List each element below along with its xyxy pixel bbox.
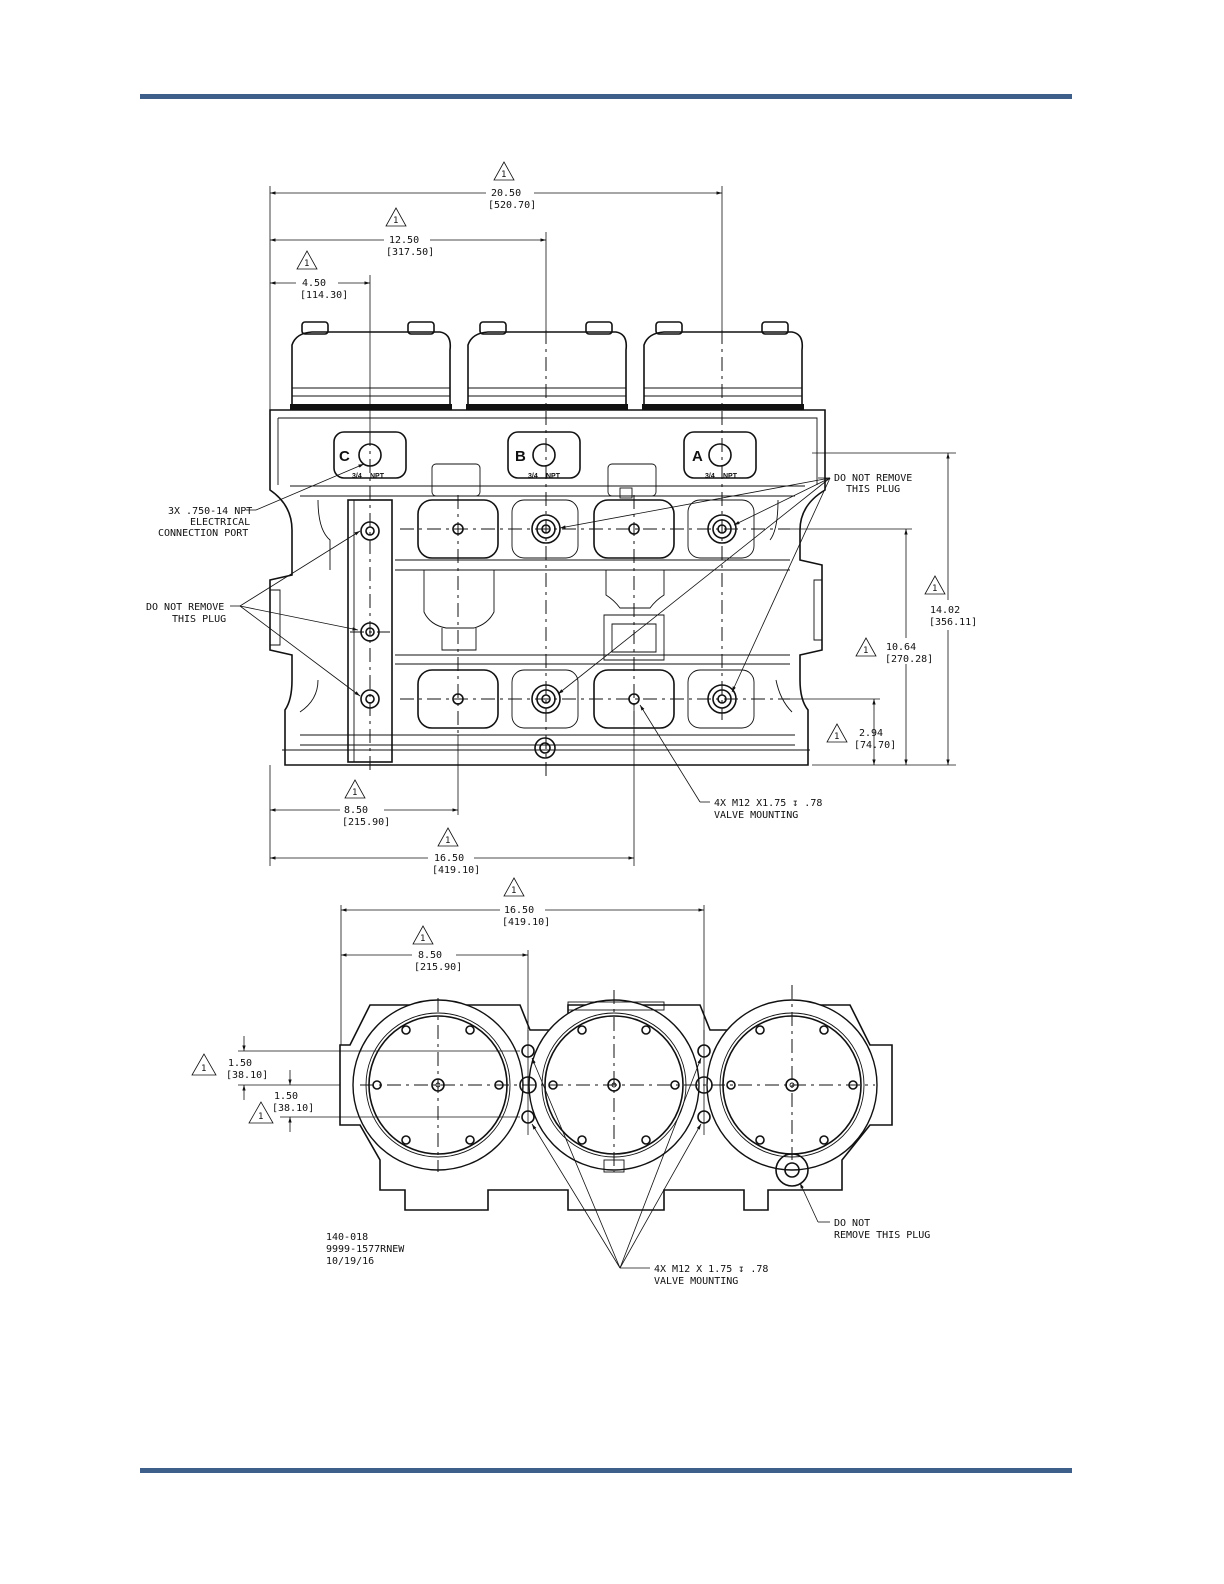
dim-294-value: 2.94 [859, 728, 883, 739]
port-a-size: 3/4 [705, 473, 715, 480]
dim-850-value: 8.50 [344, 805, 368, 816]
note-1650: 1 [445, 836, 450, 846]
dim-2050-value: 20.50 [491, 188, 521, 199]
dim-b150a-value: 1.50 [228, 1058, 252, 1069]
front-centerlines [350, 330, 790, 780]
drawing-id-line1: 140-018 [326, 1232, 368, 1243]
front-extension-lines [269, 186, 956, 866]
port-a-letter: A [692, 448, 703, 465]
dim-b1650-mm: [419.10] [502, 917, 550, 928]
drawing-id-line3: 10/19/16 [326, 1256, 374, 1267]
mounting-line1: 4X M12 X1.75 ↧ .78 [714, 798, 822, 809]
bottom-callouts: DO NOT REMOVE THIS PLUG 4X M12 X 1.75 ↧ … [326, 1057, 930, 1287]
note-b150a: 1 [201, 1064, 206, 1074]
mounting-line2: VALVE MOUNTING [714, 810, 798, 821]
drawing-id-line2: 9999-1577RNEW [326, 1244, 405, 1255]
front-callouts: DO NOT REMOVE THIS PLUG DO NOT REMOVE TH… [146, 463, 912, 821]
note-1250: 1 [393, 216, 398, 226]
port-c-thread: NPT [370, 473, 385, 480]
manifold-body [269, 409, 826, 766]
electrical-line2: ELECTRICAL [190, 517, 250, 528]
dim-450-value: 4.50 [302, 278, 326, 289]
front-view: C 3/4 NPT B 3/4 NPT A 3/4 NPT [146, 161, 977, 876]
electrical-line1: 3X .750-14 NPT [168, 506, 252, 517]
dim-1250-value: 12.50 [389, 235, 419, 246]
bottom-mounting-line1: 4X M12 X 1.75 ↧ .78 [654, 1264, 768, 1275]
dim-b1650-value: 16.50 [504, 905, 534, 916]
bottom-centerlines [360, 985, 875, 1172]
note-1402: 1 [932, 584, 937, 594]
note-1064: 1 [863, 646, 868, 656]
port-b-letter: B [515, 448, 526, 465]
note-b850: 1 [420, 934, 425, 944]
top-rule [140, 94, 1072, 99]
bottom-dims: 1 16.50 [419.10] 1 8.50 [215.90] 1 1.50 … [191, 877, 705, 1132]
port-b-size: 3/4 [528, 473, 538, 480]
dim-1250-mm: [317.50] [386, 247, 434, 258]
plug-left-line1: DO NOT REMOVE [146, 602, 224, 613]
bottom-body [339, 999, 893, 1211]
bottom-plug-line2: REMOVE THIS PLUG [834, 1230, 930, 1241]
note-b150b: 1 [258, 1112, 263, 1122]
bottom-plug-line1: DO NOT [834, 1218, 870, 1229]
bottom-view: 1 16.50 [419.10] 1 8.50 [215.90] 1 1.50 … [191, 877, 930, 1287]
dim-850-mm: [215.90] [342, 817, 390, 828]
port-b-thread: NPT [546, 473, 561, 480]
port-labels: C 3/4 NPT B 3/4 NPT A 3/4 NPT [339, 448, 738, 480]
plug-right-line2: THIS PLUG [846, 484, 900, 495]
dim-1064-value: 10.64 [886, 642, 916, 653]
dim-b150a-mm: [38.10] [226, 1070, 268, 1081]
port-c-letter: C [339, 448, 350, 465]
plug-left-line2: THIS PLUG [172, 614, 226, 625]
solenoid-caps [290, 321, 804, 410]
electrical-line3: CONNECTION PORT [158, 528, 248, 539]
dim-b850-mm: [215.90] [414, 962, 462, 973]
dim-1402-value: 14.02 [930, 605, 960, 616]
port-c-size: 3/4 [352, 473, 362, 480]
bottom-mounting-line2: VALVE MOUNTING [654, 1276, 738, 1287]
port-a-thread: NPT [723, 473, 738, 480]
dim-b850-value: 8.50 [418, 950, 442, 961]
dim-450-mm: [114.30] [300, 290, 348, 301]
front-horizontal-dims: 1 20.50 [520.70] 1 12.50 [317.50] 1 4.50… [270, 161, 722, 876]
note-b1650: 1 [511, 886, 516, 896]
dim-2050-mm: [520.70] [488, 200, 536, 211]
front-vertical-dims: 1 14.02 [356.11] 1 10.64 [270.28] 1 2.94… [826, 453, 977, 765]
plug-right-line1: DO NOT REMOVE [834, 473, 912, 484]
note-850: 1 [352, 788, 357, 798]
dim-294-mm: [74.70] [854, 740, 896, 751]
note-294: 1 [834, 732, 839, 742]
dim-1064-mm: [270.28] [885, 654, 933, 665]
dim-b150b-mm: [38.10] [272, 1103, 314, 1114]
dim-b150b-value: 1.50 [274, 1091, 298, 1102]
dim-1650-mm: [419.10] [432, 865, 480, 876]
dim-1650-value: 16.50 [434, 853, 464, 864]
bottom-rule [140, 1468, 1072, 1473]
note-450: 1 [304, 259, 309, 269]
note-2050: 1 [501, 170, 506, 180]
dim-1402-mm: [356.11] [929, 617, 977, 628]
